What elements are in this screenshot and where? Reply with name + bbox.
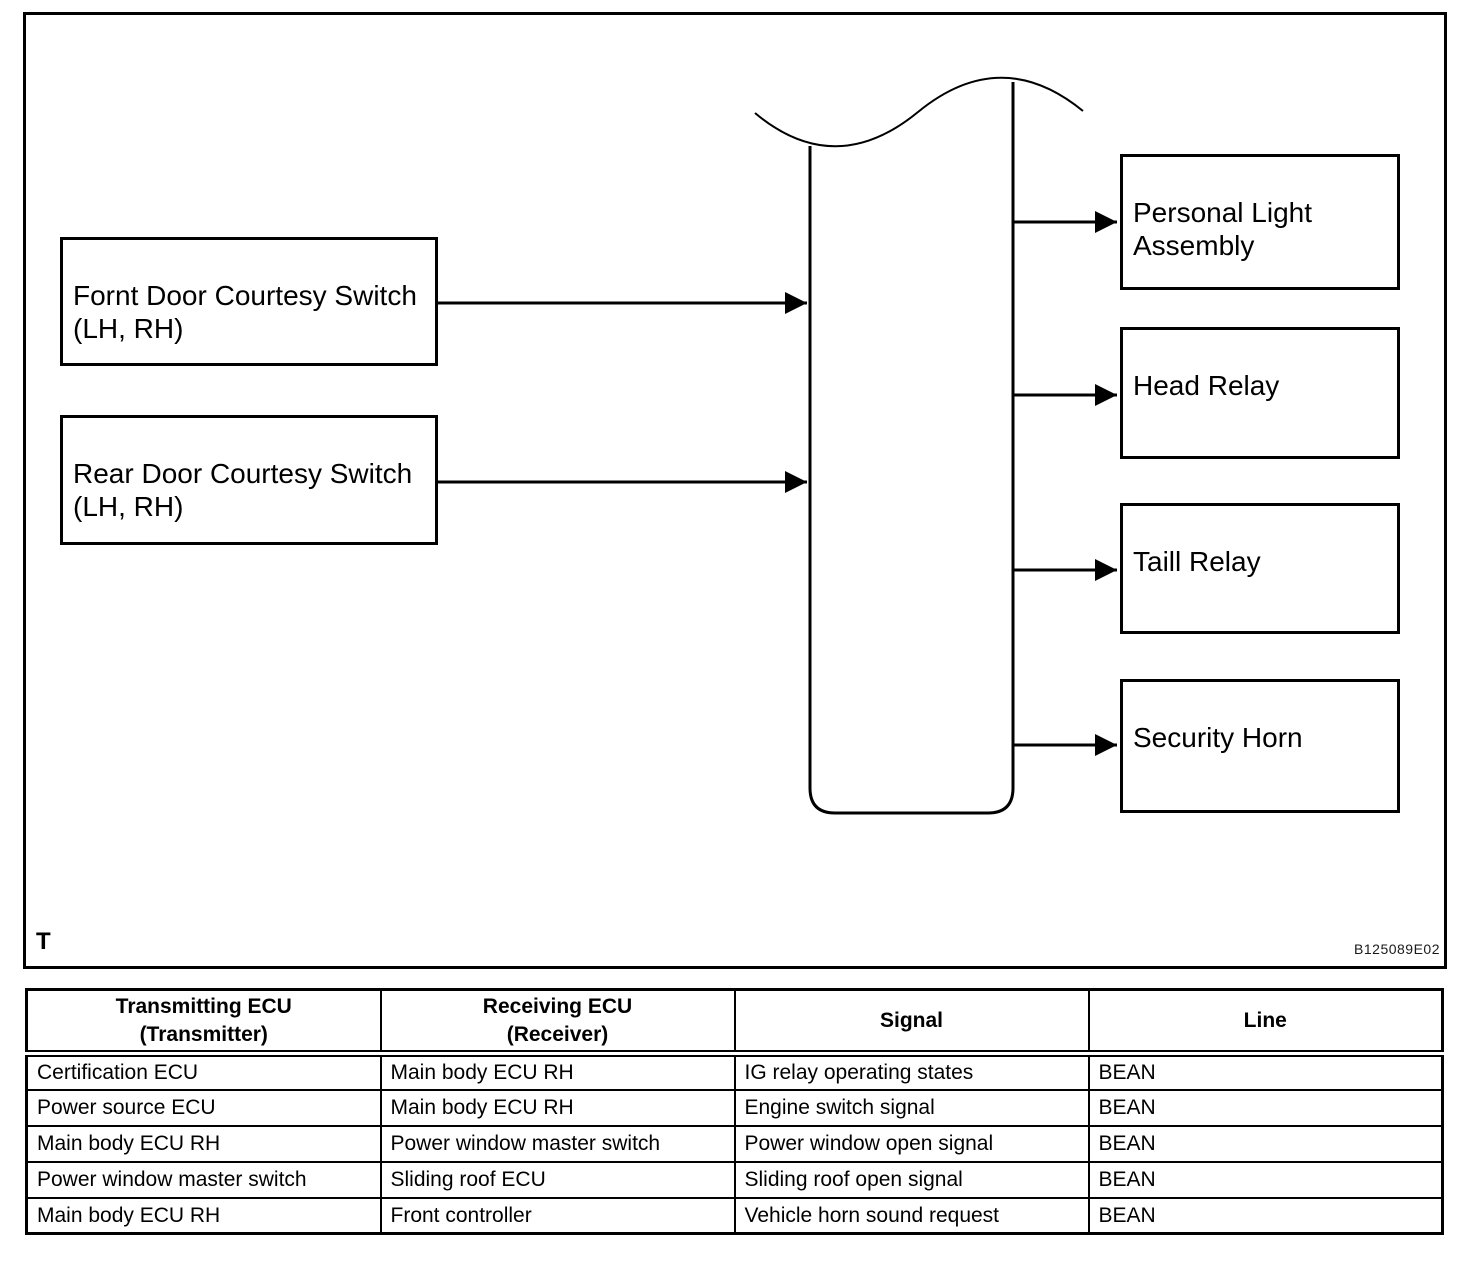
node-label: Fornt Door Courtesy Switch (LH, RH) — [73, 279, 417, 345]
cell-line: BEAN — [1087, 1052, 1444, 1091]
cell-line: BEAN — [1087, 1160, 1444, 1199]
cell-transmitter: Power window master switch — [25, 1160, 382, 1199]
node-rear-door-courtesy-switch: Rear Door Courtesy Switch (LH, RH) — [60, 415, 438, 545]
cell-receiver: Front controller — [379, 1196, 736, 1235]
cell-transmitter: Main body ECU RH — [25, 1196, 382, 1235]
header-transmitting-ecu: Transmitting ECU (Transmitter) — [25, 988, 382, 1058]
header-receiving-ecu: Receiving ECU (Receiver) — [379, 988, 736, 1058]
cell-signal: Engine switch signal — [733, 1088, 1090, 1127]
cell-receiver: Power window master switch — [379, 1124, 736, 1163]
table-row: Certification ECU Main body ECU RH IG re… — [25, 1052, 1444, 1091]
node-label: Taill Relay — [1133, 545, 1261, 577]
signal-table: Transmitting ECU (Transmitter) Receiving… — [25, 988, 1444, 1236]
cell-signal: Vehicle horn sound request — [733, 1196, 1090, 1235]
cell-receiver: Sliding roof ECU — [379, 1160, 736, 1199]
node-label: Rear Door Courtesy Switch (LH, RH) — [73, 457, 413, 523]
cell-transmitter: Certification ECU — [25, 1052, 382, 1091]
node-label: Security Horn — [1133, 721, 1303, 753]
table-row: Main body ECU RH Front controller Vehicl… — [25, 1196, 1444, 1235]
corner-label: T — [36, 928, 51, 955]
table-row: Main body ECU RH Power window master swi… — [25, 1124, 1444, 1163]
cell-receiver: Main body ECU RH — [379, 1088, 736, 1127]
table-row: Power source ECU Main body ECU RH Engine… — [25, 1088, 1444, 1127]
node-tail-relay: Taill Relay — [1120, 503, 1400, 634]
node-label: Head Relay — [1133, 369, 1280, 401]
cell-signal: IG relay operating states — [733, 1052, 1090, 1091]
node-personal-light-assembly: Personal Light Assembly — [1120, 154, 1400, 290]
table-header-row: Transmitting ECU (Transmitter) Receiving… — [25, 988, 1444, 1058]
cell-signal: Power window open signal — [733, 1124, 1090, 1163]
header-line: Line — [1087, 988, 1444, 1058]
figure-code: B125089E02 — [1354, 941, 1440, 957]
cell-transmitter: Main body ECU RH — [25, 1124, 382, 1163]
cell-transmitter: Power source ECU — [25, 1088, 382, 1127]
cell-receiver: Main body ECU RH — [379, 1052, 736, 1091]
cell-line: BEAN — [1087, 1196, 1444, 1235]
header-signal: Signal — [733, 988, 1090, 1058]
node-head-relay: Head Relay — [1120, 327, 1400, 459]
node-front-door-courtesy-switch: Fornt Door Courtesy Switch (LH, RH) — [60, 237, 438, 366]
cell-line: BEAN — [1087, 1124, 1444, 1163]
node-security-horn: Security Horn — [1120, 679, 1400, 813]
cell-line: BEAN — [1087, 1088, 1444, 1127]
table-row: Power window master switch Sliding roof … — [25, 1160, 1444, 1199]
node-label: Personal Light Assembly — [1133, 196, 1313, 262]
cell-signal: Sliding roof open signal — [733, 1160, 1090, 1199]
